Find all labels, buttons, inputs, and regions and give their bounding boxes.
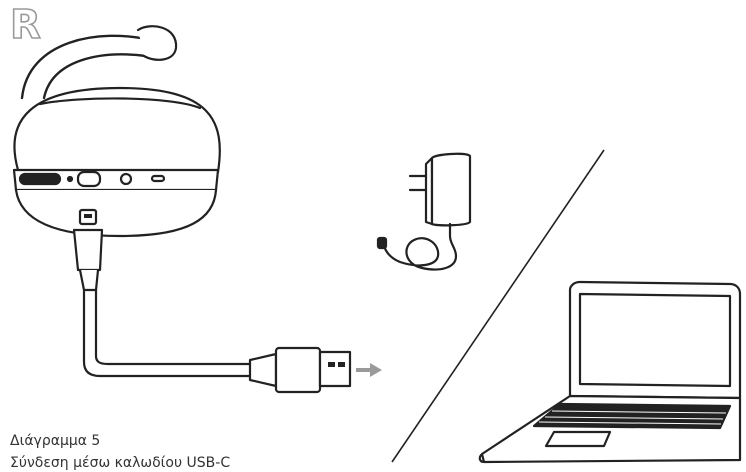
wall-charger-icon (376, 152, 472, 271)
side-marker-label: R (10, 2, 41, 48)
diagram-caption-subtitle: Σύνδεση μέσω καλωδίου USB-C (10, 455, 231, 471)
usb-a-plug-icon (248, 346, 352, 394)
usb-c-cable-icon (72, 208, 252, 378)
headphone-earcup-icon (12, 25, 221, 238)
diagram-caption-title: Διάγραμμα 5 (10, 433, 101, 449)
laptop-icon (478, 280, 742, 464)
arrow-right-icon (356, 363, 382, 377)
divider-line (391, 149, 605, 463)
